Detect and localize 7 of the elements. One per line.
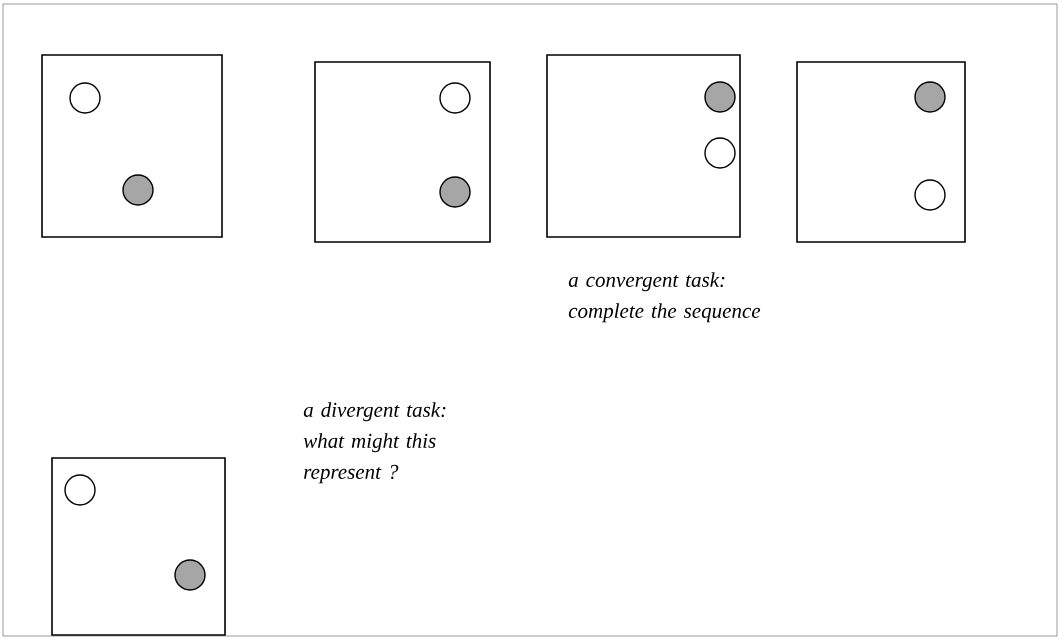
square-frame: [314, 61, 491, 243]
note-text: a divergent task: what might this represent ?: [303, 402, 446, 484]
square-frame: [796, 61, 966, 243]
square-frame: [546, 54, 741, 238]
square-frame: [41, 54, 223, 238]
note-text: a convergent task: complete the sequence: [568, 272, 761, 323]
square-frame: [51, 457, 226, 636]
